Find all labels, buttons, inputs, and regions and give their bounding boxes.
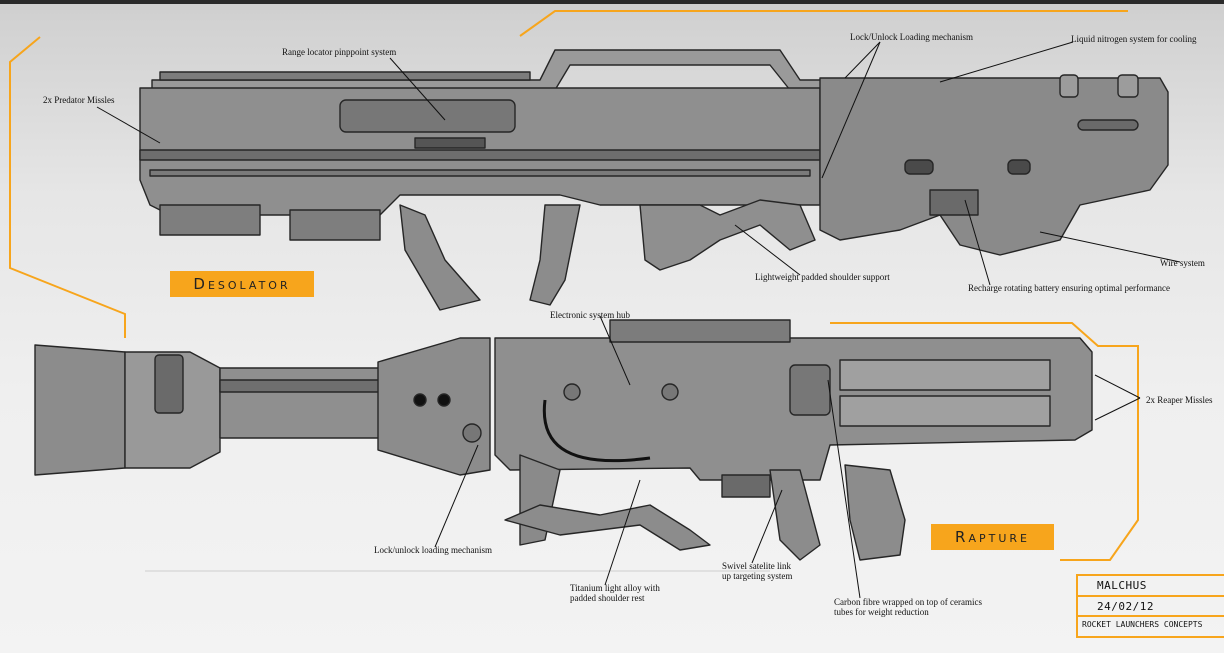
annotation-lock-unlock-top: Lock/Unlock Loading mechanism	[850, 32, 973, 42]
annotation-carbon-line1: Carbon fibre wrapped on top of ceramics	[834, 597, 982, 607]
annotation-predator-missles: 2x Predator Missles	[43, 95, 115, 105]
annotation-swivel-line2: up targeting system	[722, 571, 793, 582]
annotation-electronic-hub: Electronic system hub	[550, 310, 630, 320]
annotation-swivel-line1: Swivel satelite link	[722, 561, 791, 571]
annotation-carbon-line2: tubes for weight reduction	[834, 607, 929, 618]
rapture-label: Rapture	[931, 524, 1054, 550]
desolator-label: Desolator	[170, 271, 314, 297]
frame-lines	[9, 10, 1139, 561]
annotation-swivel-link: Swivel satelite link up targeting system	[722, 561, 792, 582]
signature-box	[1076, 574, 1224, 638]
annotation-shoulder-support: Lightweight padded shoulder support	[755, 272, 890, 282]
annotation-titanium-line2: padded shoulder rest	[570, 593, 645, 604]
annotation-wire-system: Wire system	[1160, 258, 1205, 268]
signature-project: ROCKET LAUNCHERS CONCEPTS	[1082, 620, 1203, 629]
annotation-liquid-nitrogen: Liquid nitrogen system for cooling	[1071, 34, 1197, 44]
annotation-carbon-fibre: Carbon fibre wrapped on top of ceramics …	[834, 597, 982, 618]
signature-date: 24/02/12	[1097, 600, 1154, 613]
signature-author: MALCHUS	[1097, 579, 1147, 592]
annotation-titanium-line1: Titanium light alloy with	[570, 583, 660, 593]
annotation-titanium-alloy: Titanium light alloy with padded shoulde…	[570, 583, 660, 604]
desolator-launcher	[139, 49, 1169, 311]
annotation-reaper-missles: 2x Reaper Missles	[1146, 395, 1213, 405]
annotation-lock-unlock-bottom: Lock/unlock loading mechanism	[374, 545, 492, 555]
annotation-recharge-battery: Recharge rotating battery ensuring optim…	[968, 283, 1171, 293]
annotation-range-locator: Range locator pinppoint system	[282, 47, 397, 57]
leader-lines	[96, 41, 1181, 599]
rapture-launcher	[34, 319, 1093, 561]
